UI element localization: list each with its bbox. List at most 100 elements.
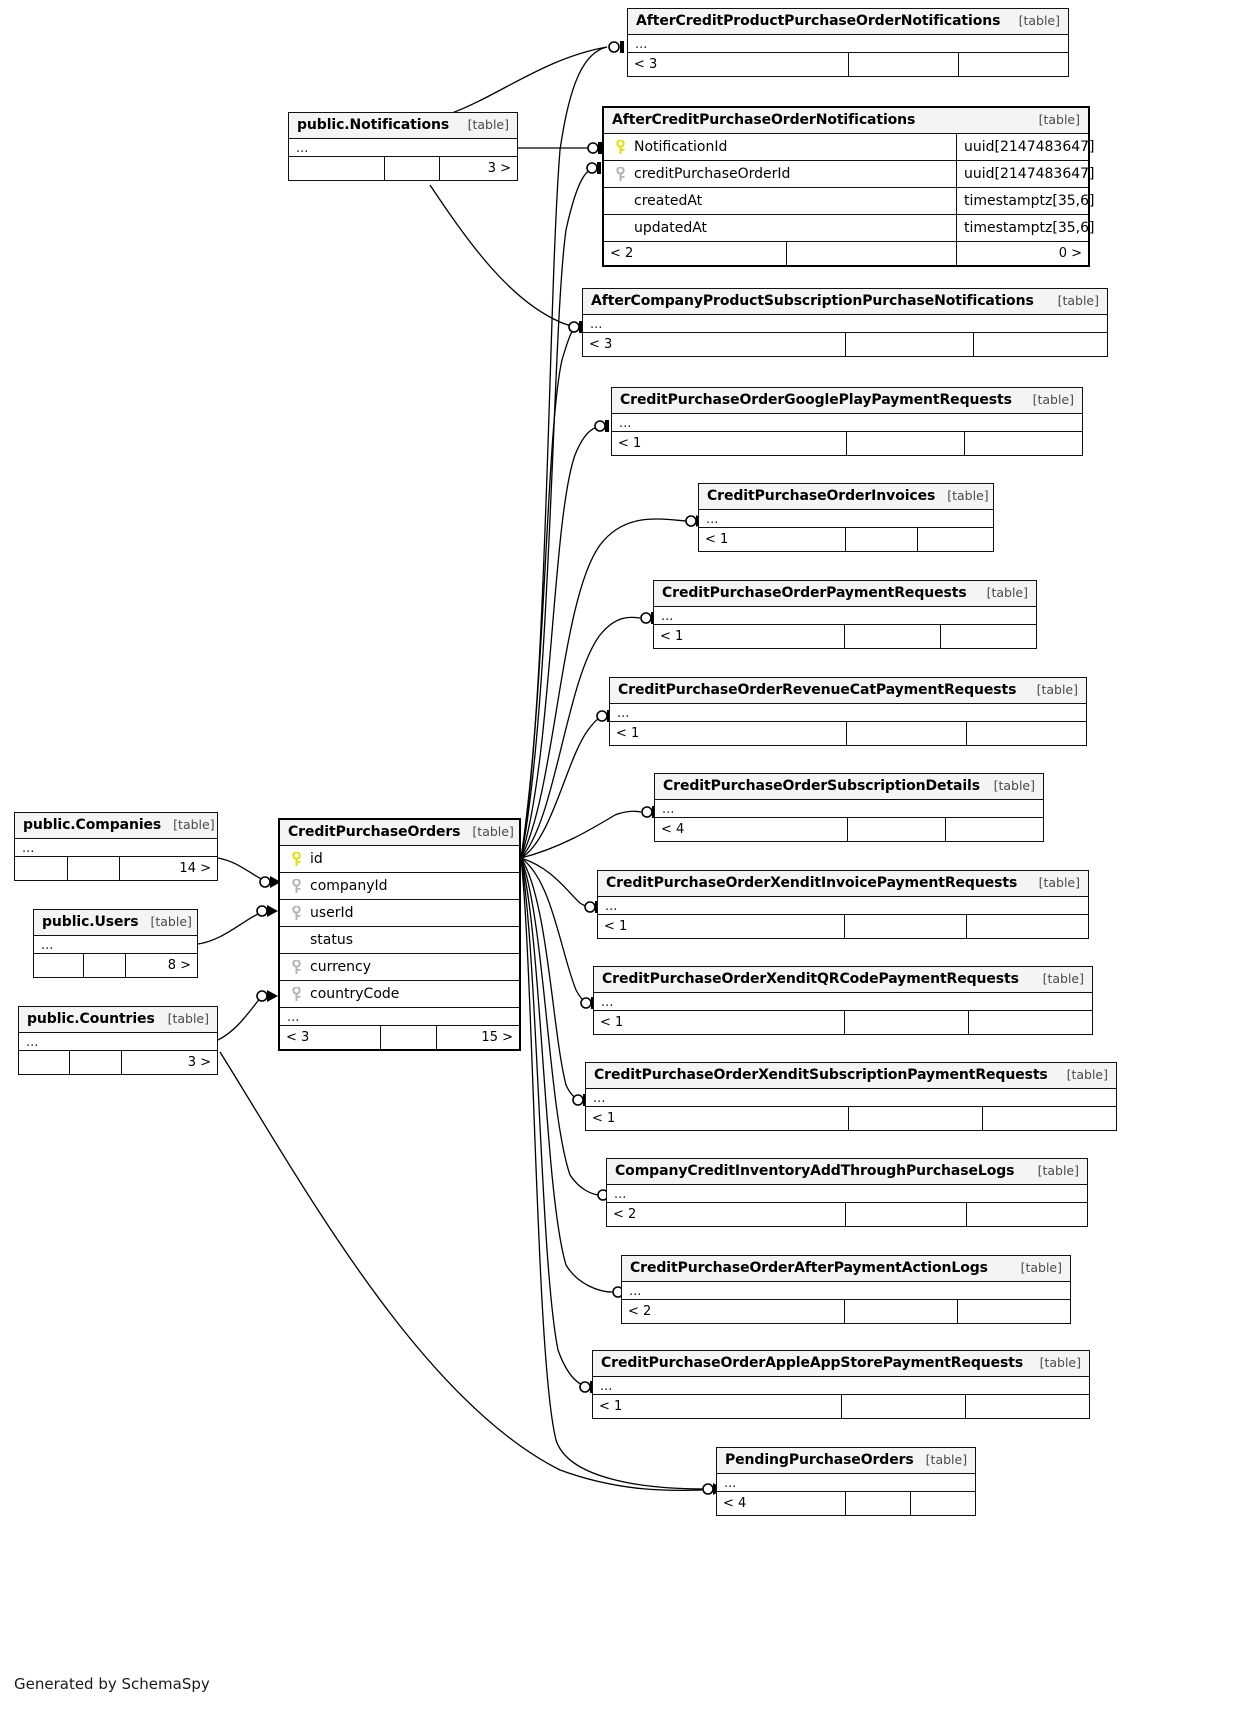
footer-middle <box>844 915 966 938</box>
table-title: CreditPurchaseOrderXenditSubscriptionPay… <box>594 1067 1048 1083</box>
table-type-label: [table] <box>467 117 509 132</box>
table-type-label: [table] <box>1038 875 1080 890</box>
collapsed-columns-ellipsis: ... <box>34 936 197 954</box>
table-credit-purchase-order-invoices[interactable]: CreditPurchaseOrderInvoices [table] ... … <box>698 483 994 552</box>
column-row[interactable]: NotificationId uuid[2147483647] <box>604 134 1095 161</box>
table-title: public.Countries <box>27 1011 155 1027</box>
collapsed-columns-ellipsis: ... <box>289 139 517 157</box>
footer-parent-count: < 1 <box>616 726 640 741</box>
column-row[interactable]: countryCode <box>280 981 519 1008</box>
table-footer: < 4 <box>655 818 1043 841</box>
foreign-key-icon <box>288 905 304 921</box>
table-title: AfterCompanyProductSubscriptionPurchaseN… <box>591 293 1034 309</box>
column-row[interactable]: updatedAt timestamptz[35,6] <box>604 215 1094 242</box>
footer-child-count <box>957 1300 1070 1323</box>
table-header: public.Companies [table] <box>15 813 217 839</box>
table-title: public.Companies <box>23 817 162 833</box>
table-footer: 3 > <box>19 1051 217 1074</box>
table-header: public.Notifications [table] <box>289 113 517 139</box>
table-footer: < 1 <box>699 528 993 551</box>
collapsed-columns-ellipsis: ... <box>19 1033 217 1051</box>
table-credit-purchase-order-xendit-subscription-payment-requests[interactable]: CreditPurchaseOrderXenditSubscriptionPay… <box>585 1062 1117 1131</box>
column-name: userId <box>310 905 354 921</box>
table-after-credit-product-purchase-order-notifications[interactable]: AfterCreditProductPurchaseOrderNotificat… <box>627 8 1069 77</box>
table-footer: 3 > <box>289 157 517 180</box>
table-header: CreditPurchaseOrderSubscriptionDetails [… <box>655 774 1043 800</box>
table-header: AfterCompanyProductSubscriptionPurchaseN… <box>583 289 1107 315</box>
column-row[interactable]: currency <box>280 954 519 981</box>
table-footer: 14 > <box>15 857 217 880</box>
collapsed-columns-ellipsis: ... <box>628 35 1068 53</box>
table-title: CreditPurchaseOrderSubscriptionDetails <box>663 778 980 794</box>
table-type-label: [table] <box>1037 1163 1079 1178</box>
table-credit-purchase-order-subscription-details[interactable]: CreditPurchaseOrderSubscriptionDetails [… <box>654 773 1044 842</box>
footer-child-count: 8 > <box>125 954 197 977</box>
column-name: companyId <box>310 878 388 894</box>
table-public-users[interactable]: public.Users [table] ... 8 > <box>33 909 198 978</box>
column-name: updatedAt <box>634 220 708 236</box>
footer-parent-count <box>19 1051 69 1074</box>
table-credit-purchase-order-payment-requests[interactable]: CreditPurchaseOrderPaymentRequests [tabl… <box>653 580 1037 649</box>
footer-child-count <box>966 915 1088 938</box>
table-header: CreditPurchaseOrderXenditSubscriptionPay… <box>586 1063 1116 1089</box>
table-type-label: [table] <box>1039 1355 1081 1370</box>
footer-middle <box>846 432 964 455</box>
table-title: public.Notifications <box>297 117 450 133</box>
table-footer: < 1 <box>593 1395 1089 1418</box>
footer-parent-count: < 1 <box>604 919 628 934</box>
footer-child-count: 14 > <box>119 857 217 880</box>
table-credit-purchase-order-xendit-invoice-payment-requests[interactable]: CreditPurchaseOrderXenditInvoicePaymentR… <box>597 870 1089 939</box>
table-public-notifications[interactable]: public.Notifications [table] ... 3 > <box>288 112 518 181</box>
footer-middle <box>844 1300 957 1323</box>
table-type-label: [table] <box>1066 1067 1108 1082</box>
table-credit-purchase-order-google-play-payment-requests[interactable]: CreditPurchaseOrderGooglePlayPaymentRequ… <box>611 387 1083 456</box>
column-row[interactable]: id <box>280 846 519 873</box>
table-title: CreditPurchaseOrderGooglePlayPaymentRequ… <box>620 392 1012 408</box>
collapsed-columns-ellipsis: ... <box>15 839 217 857</box>
remaining-columns-ellipsis: ... <box>280 1008 519 1026</box>
table-credit-purchase-order-after-payment-action-logs[interactable]: CreditPurchaseOrderAfterPaymentActionLog… <box>621 1255 1071 1324</box>
table-company-credit-inventory-add-through-purchase-logs[interactable]: CompanyCreditInventoryAddThroughPurchase… <box>606 1158 1088 1227</box>
collapsed-columns-ellipsis: ... <box>607 1185 1087 1203</box>
footer-parent-count: < 3 <box>286 1030 310 1045</box>
table-footer: < 3 15 > <box>280 1026 519 1049</box>
table-type-label: [table] <box>947 488 989 503</box>
table-title: CreditPurchaseOrderRevenueCatPaymentRequ… <box>618 682 1017 698</box>
table-header: CreditPurchaseOrderAppleAppStorePaymentR… <box>593 1351 1089 1377</box>
column-type: uuid[2147483647] <box>956 134 1095 160</box>
table-credit-purchase-order-apple-app-store-payment-requests[interactable]: CreditPurchaseOrderAppleAppStorePaymentR… <box>592 1350 1090 1419</box>
table-credit-purchase-orders[interactable]: CreditPurchaseOrders [table] id companyI… <box>278 818 521 1051</box>
footer-middle <box>845 528 917 551</box>
table-footer: < 1 <box>598 915 1088 938</box>
table-title: CreditPurchaseOrderPaymentRequests <box>662 585 967 601</box>
table-after-credit-purchase-order-notifications[interactable]: AfterCreditPurchaseOrderNotifications [t… <box>602 106 1095 267</box>
footer-parent-count <box>289 157 384 180</box>
footer-child-count <box>982 1107 1116 1130</box>
table-title: CreditPurchaseOrderAppleAppStorePaymentR… <box>601 1355 1024 1371</box>
table-public-countries[interactable]: public.Countries [table] ... 3 > <box>18 1006 218 1075</box>
table-credit-purchase-order-xendit-qrcode-payment-requests[interactable]: CreditPurchaseOrderXenditQRCodePaymentRe… <box>593 966 1093 1035</box>
footer-parent-count: < 3 <box>634 57 658 72</box>
column-row[interactable]: companyId <box>280 873 519 900</box>
column-row[interactable]: status <box>280 927 519 954</box>
table-title: AfterCreditProductPurchaseOrderNotificat… <box>636 13 1001 29</box>
table-public-companies[interactable]: public.Companies [table] ... 14 > <box>14 812 218 881</box>
footer-parent-count: < 2 <box>613 1207 637 1222</box>
footer-parent-count: < 2 <box>610 246 634 261</box>
footer-parent-count: < 1 <box>618 436 642 451</box>
table-type-label: [table] <box>1057 293 1099 308</box>
collapsed-columns-ellipsis: ... <box>586 1089 1116 1107</box>
table-type-label: [table] <box>1038 112 1080 127</box>
column-row[interactable]: userId <box>280 900 519 927</box>
table-after-company-product-subscription-purchase-notifications[interactable]: AfterCompanyProductSubscriptionPurchaseN… <box>582 288 1108 357</box>
column-type: timestamptz[35,6] <box>956 215 1094 241</box>
column-row[interactable]: createdAt timestamptz[35,6] <box>604 188 1094 215</box>
footer-child-count: 3 > <box>439 157 517 180</box>
column-row[interactable]: creditPurchaseOrderId uuid[2147483647] <box>604 161 1095 188</box>
table-pending-purchase-orders[interactable]: PendingPurchaseOrders [table] ... < 4 <box>716 1447 976 1516</box>
column-name: countryCode <box>310 986 400 1002</box>
column-name: currency <box>310 959 371 975</box>
collapsed-columns-ellipsis: ... <box>699 510 993 528</box>
table-credit-purchase-order-revenue-cat-payment-requests[interactable]: CreditPurchaseOrderRevenueCatPaymentRequ… <box>609 677 1087 746</box>
table-type-label: [table] <box>986 585 1028 600</box>
